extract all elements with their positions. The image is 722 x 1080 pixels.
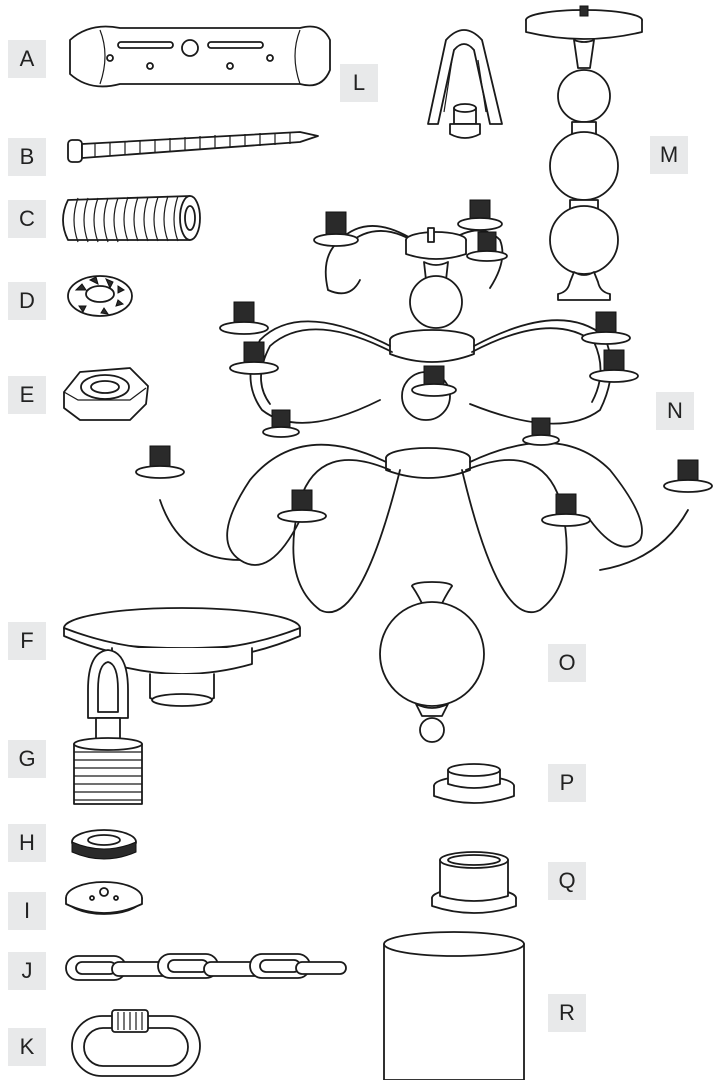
part-j-chain (65, 953, 347, 981)
part-k-quick-link (71, 1009, 201, 1077)
label-k: K (8, 1028, 46, 1066)
part-p-collar-nut (433, 763, 515, 804)
part-f-canopy (63, 607, 301, 707)
label-b: B (8, 138, 46, 176)
part-o-finial (379, 581, 485, 743)
label-e: E (8, 376, 46, 414)
part-d-lock-washer (67, 275, 133, 317)
label-o: O (548, 644, 586, 682)
label-h: H (8, 824, 46, 862)
label-i: I (8, 892, 46, 930)
part-h-ring-nut (71, 829, 137, 860)
part-m-column (525, 5, 643, 301)
label-f: F (8, 622, 46, 660)
part-c-threaded-pipe (62, 195, 201, 243)
label-d: D (8, 282, 46, 320)
label-n: N (656, 392, 694, 430)
label-m: M (650, 136, 688, 174)
part-n-chandelier-body (135, 199, 713, 613)
label-c: C (8, 200, 46, 238)
label-p: P (548, 764, 586, 802)
part-b-long-screw (67, 131, 319, 163)
label-j: J (8, 952, 46, 990)
candle-cups (135, 199, 713, 527)
part-q-cup (431, 851, 517, 914)
label-g: G (8, 740, 46, 778)
label-l: L (340, 64, 378, 102)
part-i-round-plate (65, 881, 143, 915)
label-r: R (548, 994, 586, 1032)
part-e-hex-nut (63, 367, 149, 421)
part-r-glass-tube (383, 931, 525, 1080)
label-a: A (8, 40, 46, 78)
label-q: Q (548, 862, 586, 900)
part-l-hook (427, 29, 503, 139)
part-a-crossbar-bracket (69, 25, 331, 88)
part-g-loop (73, 649, 143, 805)
